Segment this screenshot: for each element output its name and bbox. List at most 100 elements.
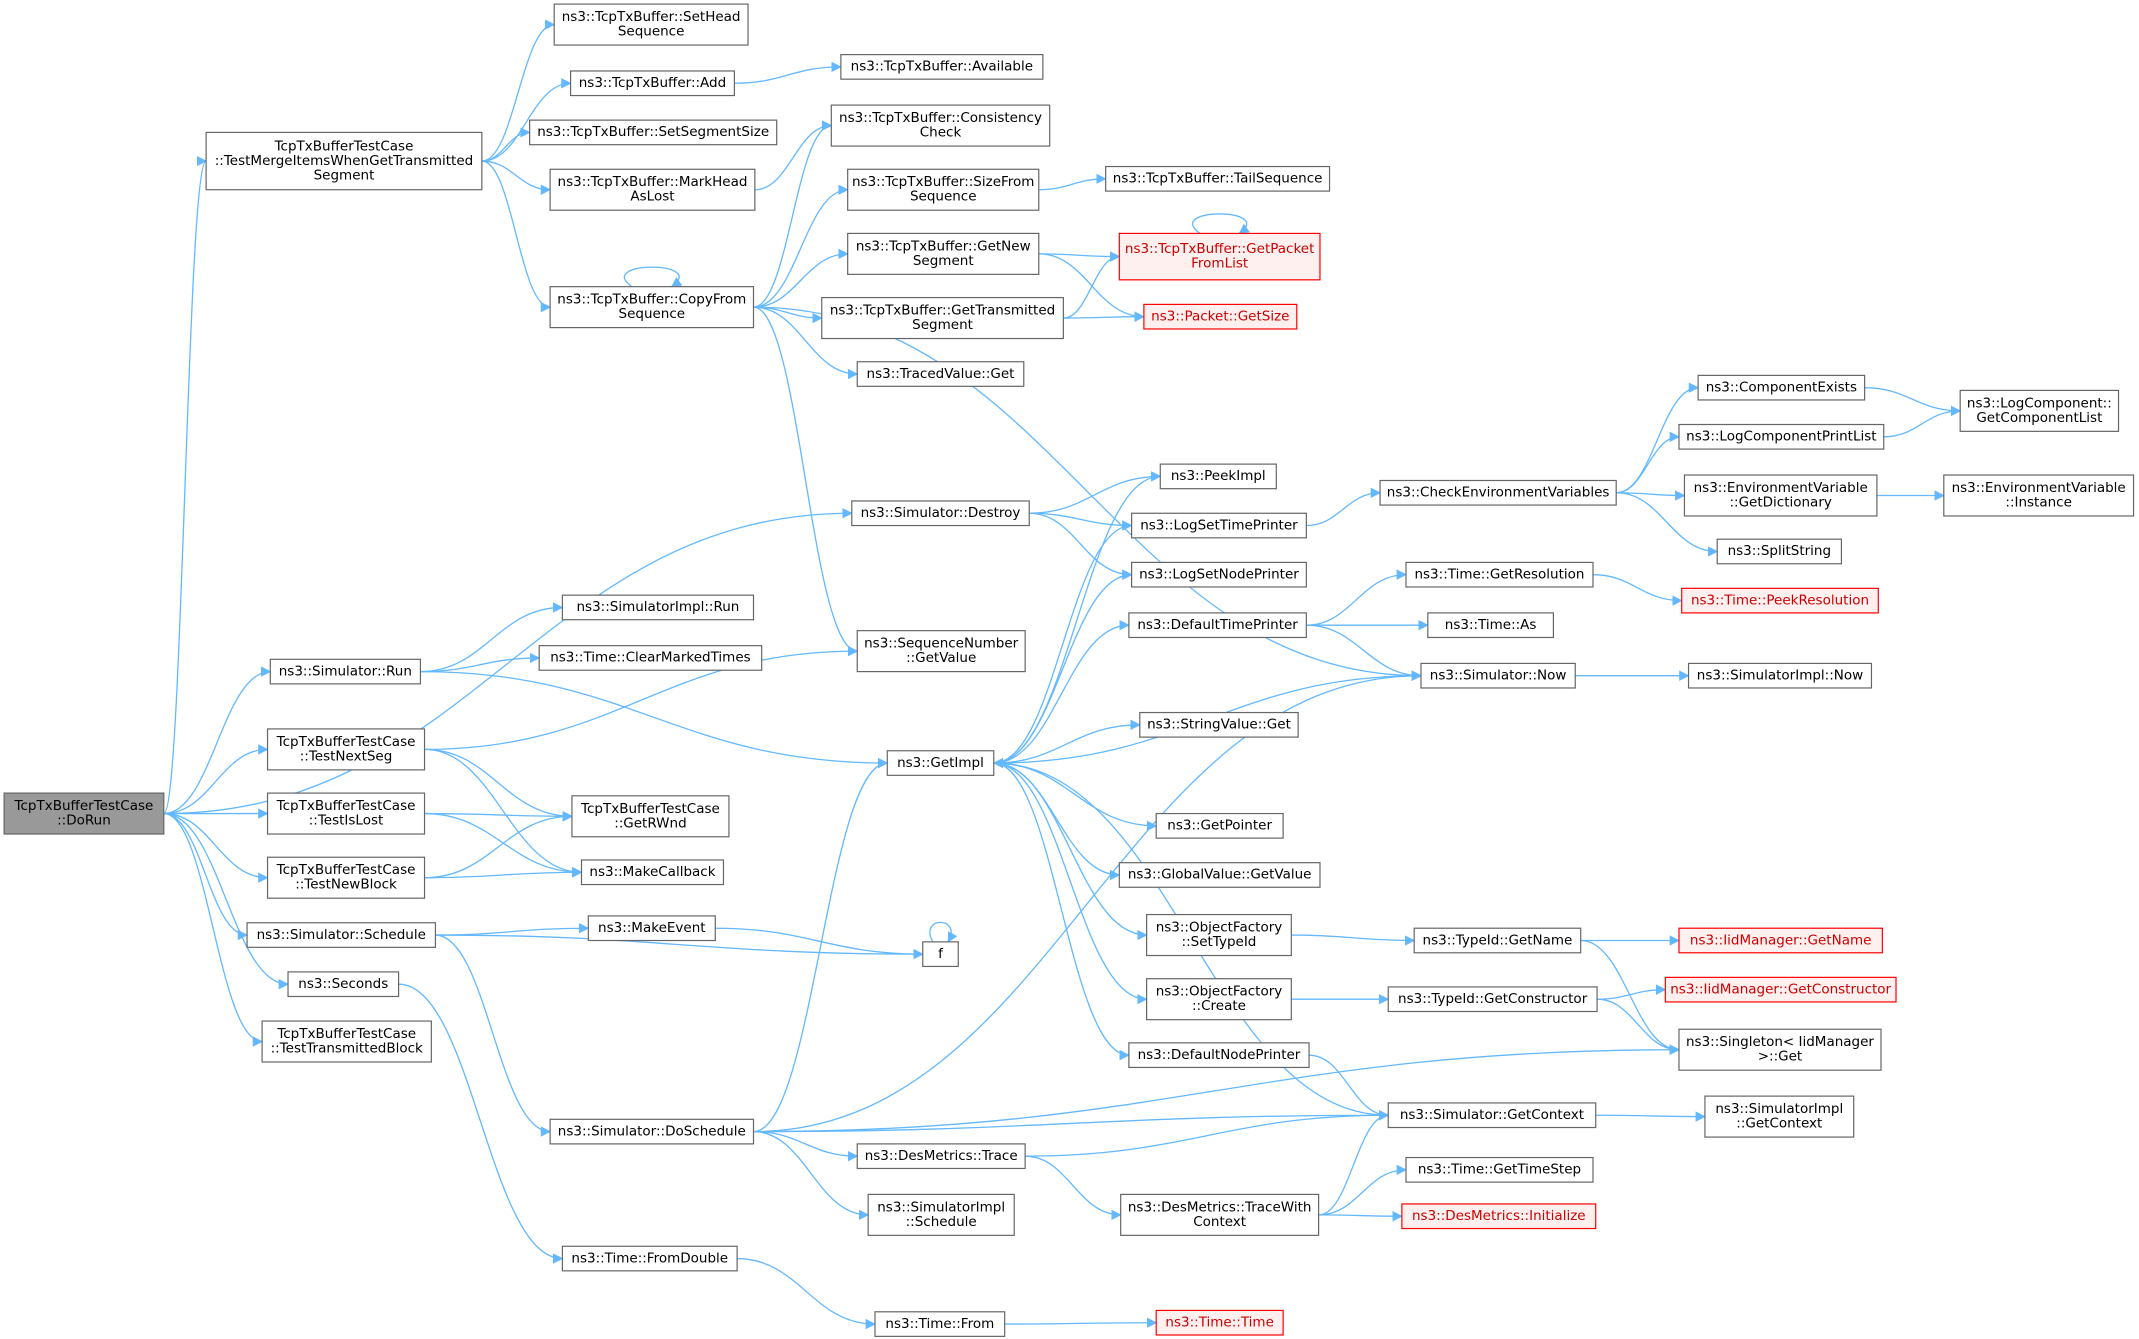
node-timefrom[interactable]: ns3::Time::From: [874, 1311, 1006, 1337]
node-defnode[interactable]: ns3::DefaultNodePrinter: [1128, 1042, 1310, 1069]
node-loglist[interactable]: ns3::LogComponent::GetComponentList: [1959, 389, 2120, 432]
node-simimplrun[interactable]: ns3::SimulatorImpl::Run: [561, 594, 755, 621]
edge-tracewith-to-simctx: [1318, 1110, 1390, 1216]
node-envdict[interactable]: ns3::EnvironmentVariable::GetDictionary: [1683, 474, 1878, 517]
node-ttrans[interactable]: TcpTxBufferTestCase::TestTransmittedBloc…: [261, 1020, 432, 1063]
edge-timefrom-to-timetime: [1004, 1317, 1158, 1328]
node-setseg[interactable]: ns3::TcpTxBuffer::SetSegmentSize: [529, 119, 778, 146]
node-tislost[interactable]: TcpTxBufferTestCase::TestIsLost: [266, 792, 426, 835]
node-singleton[interactable]: ns3::Singleton< IidManager >::Get: [1678, 1028, 1882, 1071]
edge-destrace-to-tracewith: [1025, 1155, 1122, 1221]
node-f[interactable]: f: [922, 941, 959, 968]
node-makeevent[interactable]: ns3::MakeEvent: [587, 915, 716, 942]
node-label: ::TestTransmittedBlock: [271, 1041, 423, 1057]
node-makecallback[interactable]: ns3::MakeCallback: [580, 859, 725, 886]
node-box: [561, 594, 755, 621]
node-box: [847, 168, 1040, 211]
node-splitstr[interactable]: ns3::SplitString: [1716, 538, 1843, 565]
node-box: [269, 658, 422, 685]
node-label: ns3::Packet::GetSize: [1151, 308, 1289, 324]
node-implnow[interactable]: ns3::SimulatorImpl::Now: [1687, 662, 1873, 689]
node-label: TcpTxBufferTestCase: [14, 798, 154, 814]
node-tnext[interactable]: TcpTxBufferTestCase::TestNextSeg: [266, 728, 426, 771]
node-tailseq[interactable]: ns3::TcpTxBuffer::TailSequence: [1105, 165, 1331, 192]
node-tgetname[interactable]: ns3::TypeId::GetName: [1413, 927, 1582, 954]
node-timestep[interactable]: ns3::Time::GetTimeStep: [1405, 1156, 1594, 1183]
edge-run-to-clearmarked: [420, 652, 541, 673]
node-clearmarked[interactable]: ns3::Time::ClearMarkedTimes: [538, 645, 763, 671]
node-logtime[interactable]: ns3::LogSetTimePrinter: [1131, 512, 1307, 539]
node-box: [266, 792, 426, 835]
node-box: [569, 70, 735, 97]
node-box: [205, 131, 483, 191]
node-available[interactable]: ns3::TcpTxBuffer::Available: [840, 54, 1044, 80]
node-timetime[interactable]: ns3::Time::Time: [1155, 1309, 1284, 1336]
node-box: [856, 630, 1026, 673]
node-fromdouble[interactable]: ns3::Time::FromDouble: [561, 1245, 738, 1272]
edge-tnext-to-makecallback: [424, 748, 583, 878]
node-implctx[interactable]: ns3::SimulatorImpl::GetContext: [1704, 1095, 1855, 1138]
node-seconds[interactable]: ns3::Seconds: [287, 971, 400, 998]
node-box: [1128, 612, 1307, 639]
edge-root-to-ttrans: [163, 812, 264, 1047]
node-label: ns3::MakeEvent: [598, 920, 706, 936]
node-tmerge[interactable]: TcpTxBufferTestCase::TestMergeItemsWhenG…: [205, 131, 483, 191]
node-seqgetvalue[interactable]: ns3::SequenceNumber::GetValue: [856, 630, 1026, 673]
node-label: ns3::Simulator::DoSchedule: [558, 1123, 746, 1139]
node-root[interactable]: TcpTxBufferTestCase::DoRun: [3, 792, 165, 835]
node-getres[interactable]: ns3::Time::GetResolution: [1405, 561, 1594, 588]
node-checkenv[interactable]: ns3::CheckEnvironmentVariables: [1379, 479, 1617, 506]
node-getimpl[interactable]: ns3::GetImpl: [886, 750, 995, 776]
node-deftime[interactable]: ns3::DefaultTimePrinter: [1128, 612, 1307, 639]
node-desinit[interactable]: ns3::DesMetrics::Initialize: [1401, 1203, 1597, 1230]
node-doschedule[interactable]: ns3::Simulator::DoSchedule: [549, 1118, 755, 1145]
node-compexists[interactable]: ns3::ComponentExists: [1697, 374, 1866, 401]
node-peekres[interactable]: ns3::Time::PeekResolution: [1681, 587, 1879, 614]
node-destroy[interactable]: ns3::Simulator::Destroy: [851, 500, 1030, 527]
node-ofsettype[interactable]: ns3::ObjectFactory::SetTypeId: [1146, 913, 1292, 957]
node-label: TcpTxBufferTestCase: [276, 734, 416, 750]
node-box: [1146, 913, 1292, 957]
node-box: [874, 1311, 1006, 1337]
node-tgetctor[interactable]: ns3::TypeId::GetConstructor: [1387, 986, 1598, 1013]
node-label: ns3::DesMetrics::Trace: [865, 1148, 1018, 1164]
node-simnow[interactable]: ns3::Simulator::Now: [1420, 662, 1576, 689]
node-peekimpl[interactable]: ns3::PeekImpl: [1159, 463, 1277, 490]
node-iidctor[interactable]: ns3::IidManager::GetConstructor: [1664, 976, 1897, 1003]
node-tracedget[interactable]: ns3::TracedValue::Get: [856, 361, 1025, 387]
edge-getimpl-to-defnode: [993, 762, 1130, 1061]
node-getpointer[interactable]: ns3::GetPointer: [1155, 812, 1284, 839]
node-logprint[interactable]: ns3::LogComponentPrintList: [1678, 423, 1885, 450]
node-lognode[interactable]: ns3::LogSetNodePrinter: [1131, 561, 1307, 588]
node-globalget[interactable]: ns3::GlobalValue::GetValue: [1118, 862, 1321, 888]
node-box: [1678, 1028, 1882, 1071]
node-ofcreate[interactable]: ns3::ObjectFactory::Create: [1146, 978, 1292, 1021]
node-envinst[interactable]: ns3::EnvironmentVariable::Instance: [1943, 474, 2135, 517]
edge-ofsettype-to-tgetname: [1291, 934, 1416, 946]
node-pktsize[interactable]: ns3::Packet::GetSize: [1143, 303, 1298, 330]
node-tnewblock[interactable]: TcpTxBufferTestCase::TestNewBlock: [266, 856, 426, 899]
node-strget[interactable]: ns3::StringValue::Get: [1139, 711, 1299, 738]
node-schedule[interactable]: ns3::Simulator::Schedule: [246, 922, 437, 948]
node-getrwnd[interactable]: TcpTxBufferTestCase::GetRWnd: [571, 795, 730, 838]
node-iidname[interactable]: ns3::IidManager::GetName: [1678, 927, 1883, 954]
edge-schedule-to-doschedule: [435, 934, 552, 1137]
node-simimplsched[interactable]: ns3::SimulatorImpl::Schedule: [867, 1193, 1015, 1236]
node-timeas[interactable]: ns3::Time::As: [1427, 612, 1555, 639]
node-add[interactable]: ns3::TcpTxBuffer::Add: [569, 70, 735, 97]
node-run[interactable]: ns3::Simulator::Run: [269, 658, 422, 685]
node-simctx[interactable]: ns3::Simulator::GetContext: [1387, 1102, 1597, 1129]
edge-getimpl-to-getpointer: [993, 762, 1158, 832]
edge-run-to-getimpl: [420, 670, 889, 769]
node-destrace[interactable]: ns3::DesMetrics::Trace: [856, 1143, 1026, 1170]
node-label: ns3::TypeId::GetName: [1423, 932, 1573, 948]
